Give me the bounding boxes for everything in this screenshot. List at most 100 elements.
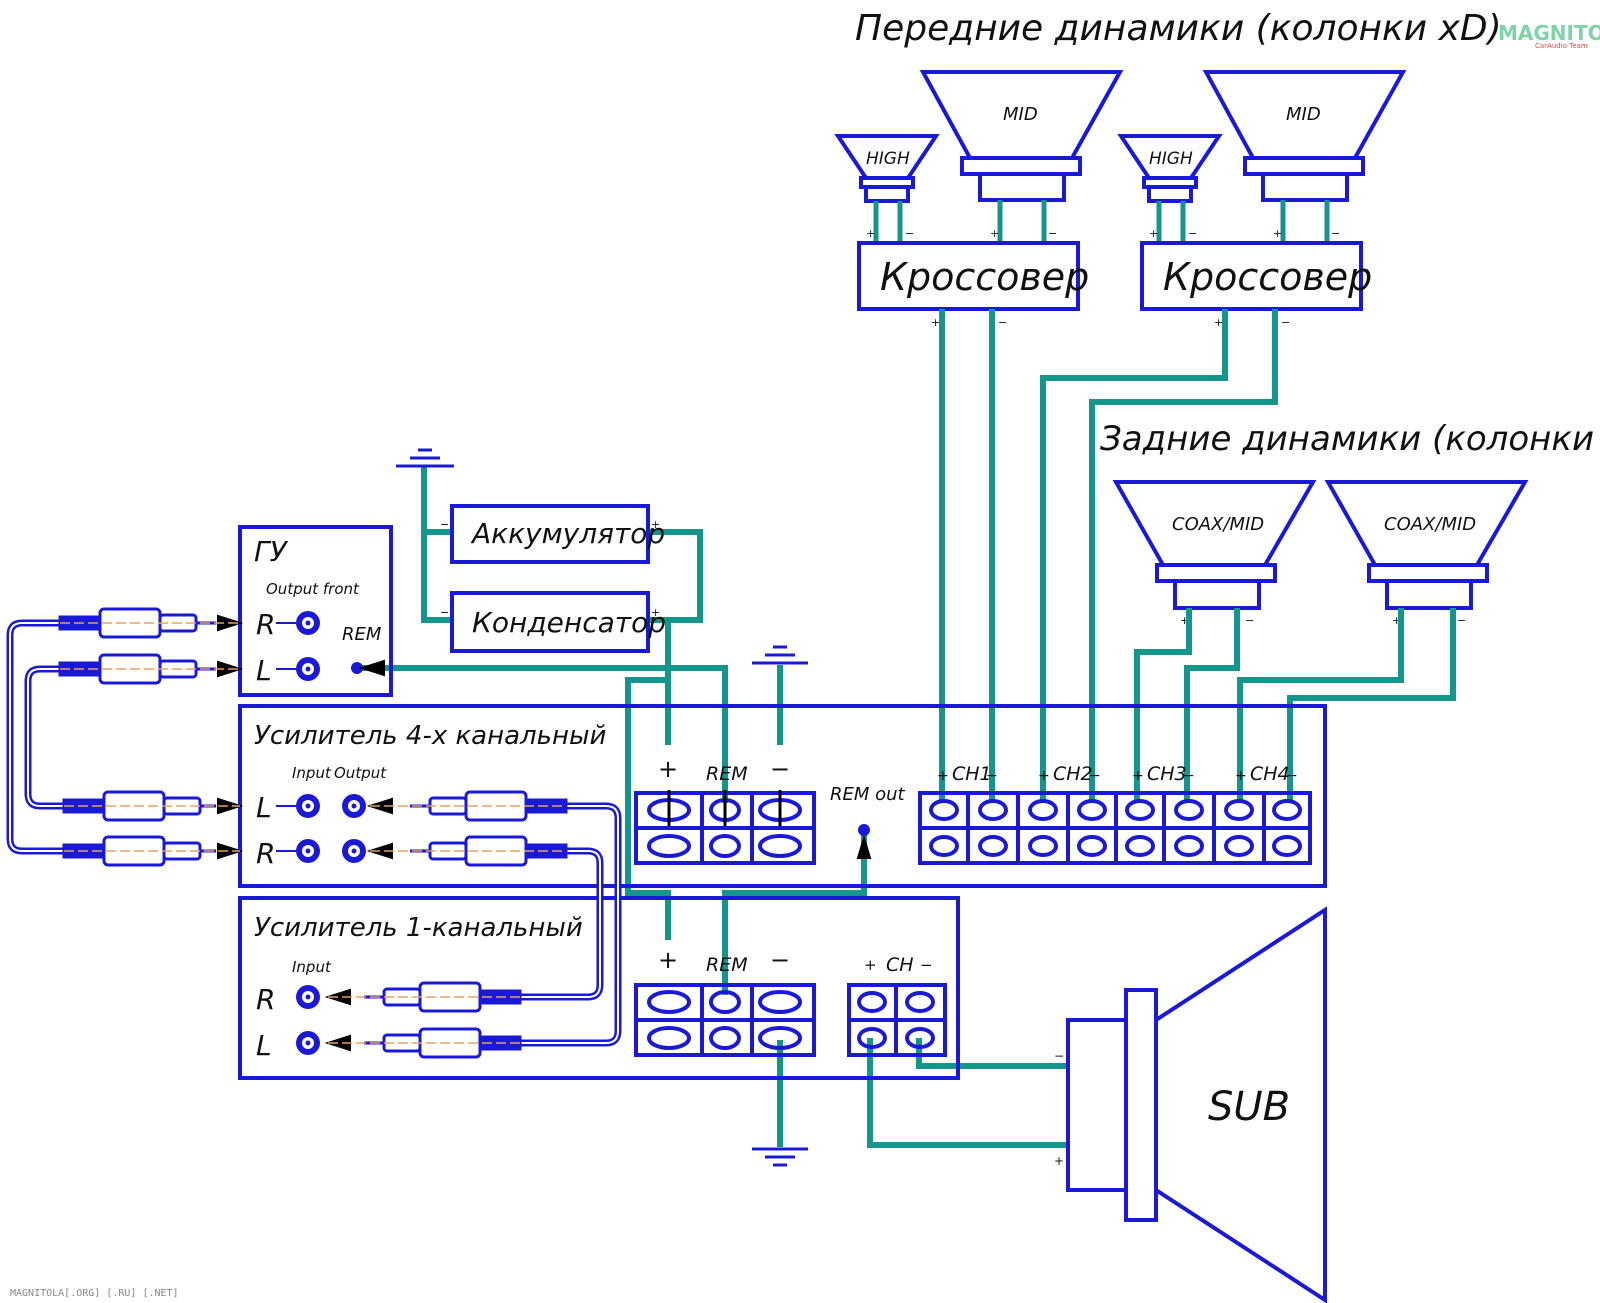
amp1-input-label: Input — [292, 958, 332, 976]
amp1-title: Усилитель 1-канальный — [254, 913, 583, 943]
svg-text:+: + — [1273, 227, 1282, 240]
svg-text:−: − — [1286, 768, 1298, 784]
speaker-wires — [939, 309, 1456, 803]
svg-text:−: − — [1089, 768, 1101, 784]
amp1-rca-jacks — [296, 985, 320, 1055]
svg-text:−: − — [1331, 227, 1340, 240]
amp1-speaker-terminal-block — [847, 983, 947, 1057]
rear-coax-speaker-2 — [1324, 480, 1529, 610]
svg-text:+: + — [990, 227, 999, 240]
svg-text:−: − — [1281, 316, 1290, 329]
front-tweeter-2 — [1117, 134, 1223, 203]
front-tweeter-label-1: HIGH — [866, 149, 910, 169]
amp4-rem-label: REM — [706, 763, 748, 785]
svg-text:+: + — [1149, 227, 1158, 240]
amp4-minus-label: − — [770, 755, 790, 783]
rca-cable-routes — [6, 619, 622, 1047]
capacitor-box — [450, 591, 650, 653]
amp1-rem-label: REM — [706, 954, 748, 976]
svg-text:−: − — [1457, 614, 1466, 627]
svg-text:+: + — [1180, 614, 1189, 627]
amp4-r: R — [256, 837, 275, 870]
svg-text:+: + — [651, 518, 660, 531]
logo-text: MAGNITOLA — [1498, 21, 1600, 45]
amp4-ch1-label: CH1 — [952, 763, 992, 785]
battery-box — [450, 504, 650, 564]
svg-text:+: + — [866, 227, 875, 240]
amp4-rem-out-terminal — [858, 824, 870, 836]
svg-text:−: − — [905, 227, 914, 240]
svg-text:+: + — [1392, 614, 1401, 627]
rear-coax-speaker-1 — [1112, 480, 1317, 610]
footer-watermark: MAGNITOLA[.ORG] [.RU] [.NET] — [10, 1288, 179, 1299]
battery-label: Аккумулятор — [470, 517, 665, 550]
head-unit-output-front: Output front — [266, 580, 360, 598]
amp4-rem-out-label: REM out — [830, 784, 906, 805]
front-speakers-title: Передние динамики (колонки xD) — [855, 8, 1502, 49]
ground-symbol-amp4 — [752, 645, 808, 665]
amp1-ch-minus: − — [920, 956, 933, 974]
svg-text:+: + — [937, 768, 949, 784]
head-unit-title: ГУ — [254, 535, 289, 568]
logo-subtext: CarAudio Team — [1535, 42, 1588, 50]
front-mid-speaker-2 — [1202, 70, 1407, 202]
crossover-label-2: Кроссовер — [1163, 255, 1372, 299]
amp4-speaker-screws — [929, 799, 1302, 857]
sub-minus-mark: − — [1054, 1049, 1064, 1063]
svg-text:−: − — [1188, 227, 1197, 240]
head-unit-r: R — [256, 608, 275, 641]
svg-text:+: + — [931, 316, 940, 329]
amp1-minus-label: − — [770, 946, 790, 974]
head-unit-box — [238, 525, 393, 697]
amp1-r: R — [256, 983, 275, 1016]
svg-text:−: − — [1048, 227, 1057, 240]
crossover-front-left — [857, 241, 1080, 311]
amp1-ch-plus: + — [864, 956, 877, 974]
ground-symbol-amp1 — [752, 1147, 808, 1167]
amp4-rca-jacks — [276, 794, 366, 863]
svg-text:−: − — [440, 606, 449, 619]
front-mid-label-1: MID — [1003, 104, 1038, 125]
svg-text:+: + — [1214, 316, 1223, 329]
front-tweeter-label-2: HIGH — [1149, 149, 1193, 169]
subwoofer — [1066, 906, 1327, 1303]
amp4-output-label: Output — [334, 764, 387, 782]
rear-coax-label-1: COAX/MID — [1172, 514, 1264, 535]
amp1-ch-label: CH — [886, 954, 914, 976]
arrow-rem-out-icon — [856, 834, 872, 859]
ground-symbol-battery — [396, 448, 454, 468]
front-speaker-leads — [873, 200, 1330, 243]
front-mid-label-2: MID — [1286, 104, 1321, 125]
amp4-speaker-terminal-block — [918, 791, 1312, 865]
svg-text:−: − — [440, 518, 449, 531]
front-tweeter-1 — [834, 134, 940, 203]
arrow-rem-icon — [358, 659, 385, 677]
head-unit-l: L — [256, 654, 272, 687]
front-mid-speaker-1 — [919, 70, 1124, 202]
svg-text:+: + — [1038, 768, 1050, 784]
head-unit-rem: REM — [342, 624, 382, 645]
amp4-channel-polarity: + − + − + − + − — [937, 768, 1298, 784]
amp4-input-label: Input — [292, 764, 332, 782]
svg-text:+: + — [651, 606, 660, 619]
amp4-ch3-label: CH3 — [1147, 763, 1187, 785]
rca-center-lines — [60, 622, 566, 1044]
rear-coax-label-2: COAX/MID — [1384, 514, 1476, 535]
amp1-l: L — [256, 1029, 272, 1062]
rear-speakers-title: Задние динамики (колонки xD) — [1100, 419, 1600, 459]
amp1-power-terminal-block — [634, 983, 816, 1057]
amp4-power-wire-tips — [667, 790, 782, 826]
amp4-channel-labels: CH1 CH2 CH3 CH4 — [952, 763, 1290, 785]
crossover-front-right — [1140, 241, 1363, 311]
svg-text:−: − — [998, 316, 1007, 329]
amp4-box — [238, 704, 1327, 888]
amp4-title: Усилитель 4-х канальный — [254, 721, 606, 751]
sub-label: SUB — [1208, 1084, 1290, 1130]
svg-text:−: − — [1245, 614, 1254, 627]
svg-text:−: − — [1183, 768, 1195, 784]
crossover-polarity-marks: + − + − + − + − + − + − — [866, 227, 1340, 329]
head-unit-rem-terminal — [351, 662, 363, 674]
head-unit-jacks — [276, 611, 363, 681]
svg-text:−: − — [986, 768, 998, 784]
